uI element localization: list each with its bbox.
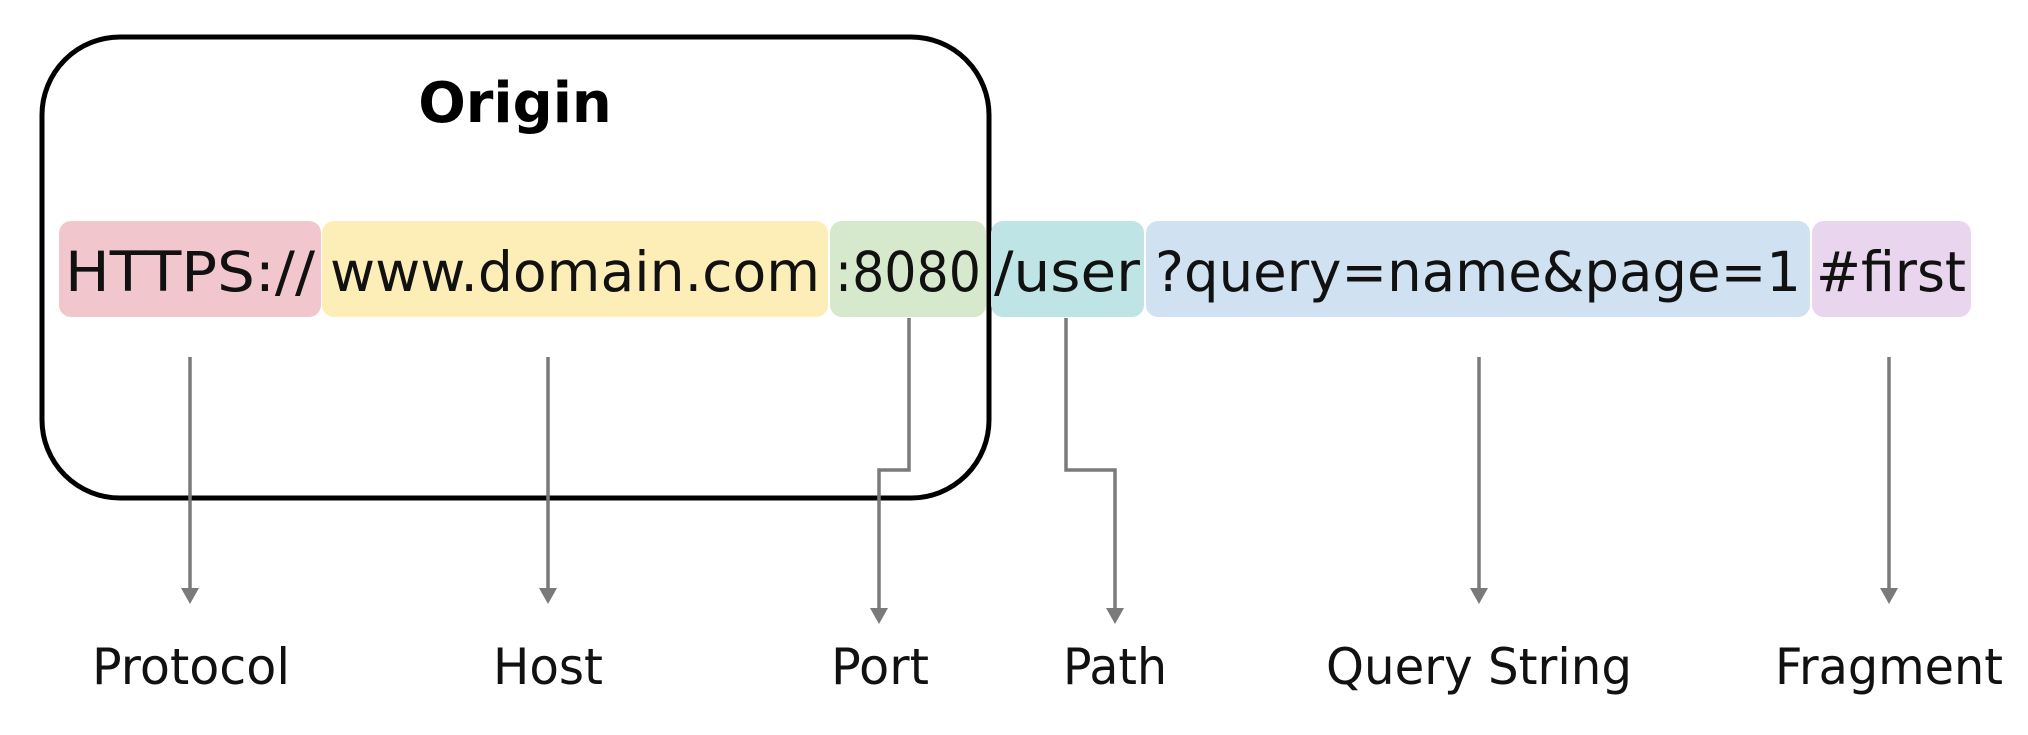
origin-title: Origin bbox=[418, 71, 612, 136]
fragment-arrow bbox=[1880, 357, 1898, 604]
fragment-segment-bg bbox=[1812, 221, 1971, 317]
query-segment: ?query=name&page=1 bbox=[1155, 240, 1801, 304]
host-label: Host bbox=[493, 638, 603, 696]
query-arrow bbox=[1470, 357, 1488, 604]
origin-box bbox=[39, 34, 992, 501]
host-segment: www.domain.com bbox=[330, 240, 820, 304]
path-label: Path bbox=[1063, 638, 1167, 696]
port-segment: :8080 bbox=[835, 240, 981, 304]
path-segment: /user bbox=[994, 240, 1140, 304]
fragment-label: Fragment bbox=[1775, 638, 2003, 696]
query-label: Query String bbox=[1326, 638, 1632, 696]
path-segment-bg bbox=[991, 221, 1144, 317]
port-arrow bbox=[870, 318, 911, 624]
port-label: Port bbox=[831, 638, 929, 696]
path-arrow bbox=[1064, 318, 1124, 624]
protocol-segment-bg bbox=[59, 221, 321, 317]
host-segment-bg bbox=[322, 221, 828, 317]
query-segment-bg bbox=[1146, 221, 1810, 317]
host-arrow bbox=[539, 357, 557, 604]
port-segment-bg bbox=[830, 221, 986, 317]
fragment-segment: #first bbox=[1816, 240, 1966, 304]
protocol-segment: HTTPS:// bbox=[65, 240, 315, 304]
protocol-label: Protocol bbox=[92, 638, 290, 696]
protocol-arrow bbox=[181, 357, 199, 604]
